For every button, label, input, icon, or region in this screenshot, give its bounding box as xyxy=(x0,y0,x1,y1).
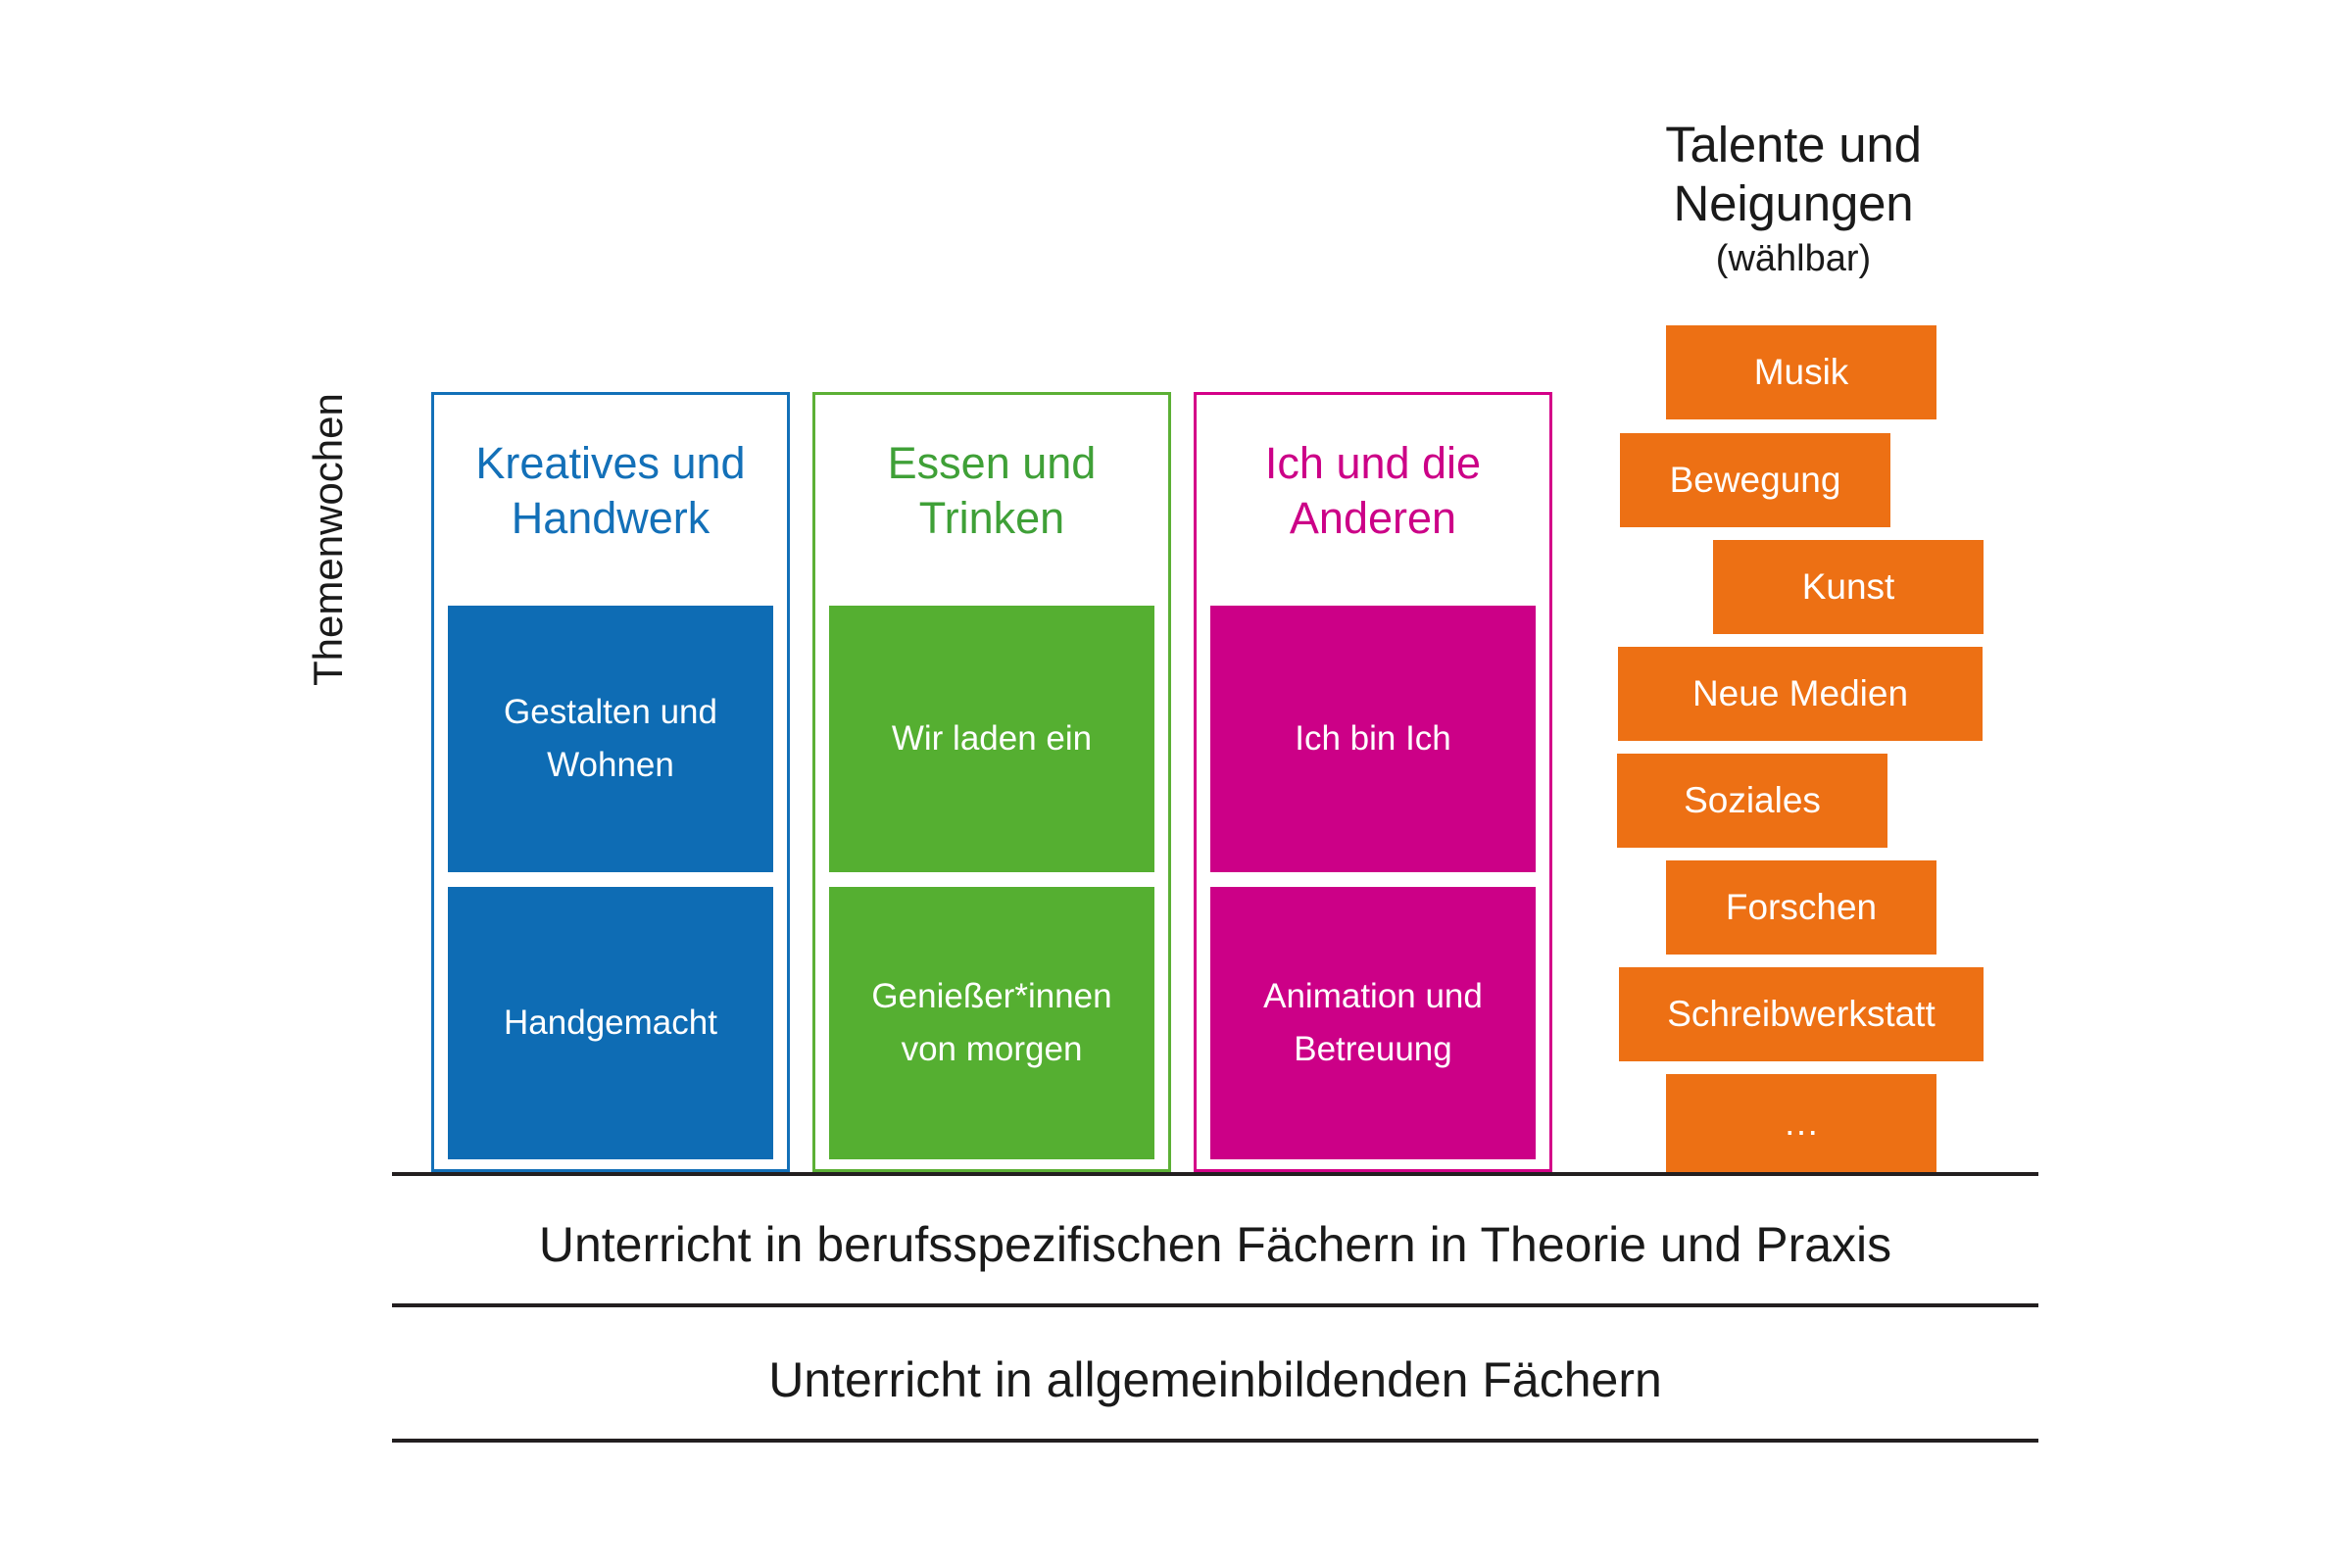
divider-line-bottom xyxy=(392,1439,2038,1443)
theme-cell-line1: Ich bin Ich xyxy=(1295,719,1451,758)
theme-cell-line1: Wir laden ein xyxy=(891,719,1093,758)
talent-box-bewegung[interactable]: Bewegung xyxy=(1620,433,1890,527)
column-title-kreatives: Kreatives und Handwerk xyxy=(442,436,779,546)
column-title-line1: Kreatives und xyxy=(475,438,746,488)
themenwochen-axis-label: Themenwochen xyxy=(305,393,351,686)
theme-cell-line1: Animation und xyxy=(1263,977,1483,1015)
theme-cell-animation-und-betreuung[interactable]: Animation und Betreuung xyxy=(1210,887,1536,1159)
talent-box-ellipsis[interactable]: … xyxy=(1666,1074,1936,1172)
talente-heading: Talente und Neigungen (wählbar) xyxy=(1558,116,2029,282)
theme-cell-line2: von morgen xyxy=(901,1030,1083,1068)
theme-column-kreatives-und-handwerk[interactable]: Kreatives und Handwerk Gestalten und Woh… xyxy=(431,392,790,1172)
talente-heading-line1: Talente und xyxy=(1665,117,1922,172)
column-title-line1: Ich und die xyxy=(1264,438,1482,488)
talent-box-soziales[interactable]: Soziales xyxy=(1617,754,1887,848)
theme-cell-line1: Gestalten und xyxy=(504,693,717,731)
theme-cell-geniesser-innen-von-morgen[interactable]: Genießer*innen von morgen xyxy=(829,887,1154,1159)
theme-cell-line1: Handgemacht xyxy=(504,1004,717,1042)
talent-box-musik[interactable]: Musik xyxy=(1666,325,1936,419)
theme-cell-line2: Betreuung xyxy=(1294,1030,1452,1068)
theme-cell-handgemacht[interactable]: Handgemacht xyxy=(448,887,773,1159)
theme-column-essen-und-trinken[interactable]: Essen und Trinken Wir laden ein Genießer… xyxy=(812,392,1171,1172)
column-title-ich: Ich und die Anderen xyxy=(1204,436,1542,546)
divider-line-middle xyxy=(392,1303,2038,1307)
talent-box-schreibwerkstatt[interactable]: Schreibwerkstatt xyxy=(1619,967,1984,1061)
column-title-line2: Anderen xyxy=(1289,493,1457,543)
column-title-line1: Essen und xyxy=(887,438,1097,488)
talent-box-neue-medien[interactable]: Neue Medien xyxy=(1618,647,1983,741)
column-title-line2: Handwerk xyxy=(511,493,710,543)
theme-column-ich-und-die-anderen[interactable]: Ich und die Anderen Ich bin Ich Animatio… xyxy=(1194,392,1552,1172)
talente-heading-line2: Neigungen xyxy=(1673,175,1914,231)
band-label-allgemeinbildende-faecher: Unterricht in allgemeinbildenden Fächern xyxy=(768,1352,1662,1407)
divider-line-top xyxy=(392,1172,2038,1176)
theme-cell-line2: Wohnen xyxy=(547,746,674,784)
theme-cell-wir-laden-ein[interactable]: Wir laden ein xyxy=(829,606,1154,872)
theme-cell-ich-bin-ich[interactable]: Ich bin Ich xyxy=(1210,606,1536,872)
column-title-line2: Trinken xyxy=(918,493,1065,543)
theme-cell-line1: Genießer*innen xyxy=(871,977,1112,1015)
theme-cell-gestalten-und-wohnen[interactable]: Gestalten und Wohnen xyxy=(448,606,773,872)
talent-box-kunst[interactable]: Kunst xyxy=(1713,540,1984,634)
column-title-essen: Essen und Trinken xyxy=(823,436,1160,546)
band-label-berufsspezifische-faecher: Unterricht in berufsspezifischen Fächern… xyxy=(538,1217,1892,1272)
talent-box-forschen[interactable]: Forschen xyxy=(1666,860,1936,955)
talente-heading-subtitle: (wählbar) xyxy=(1715,238,1872,279)
